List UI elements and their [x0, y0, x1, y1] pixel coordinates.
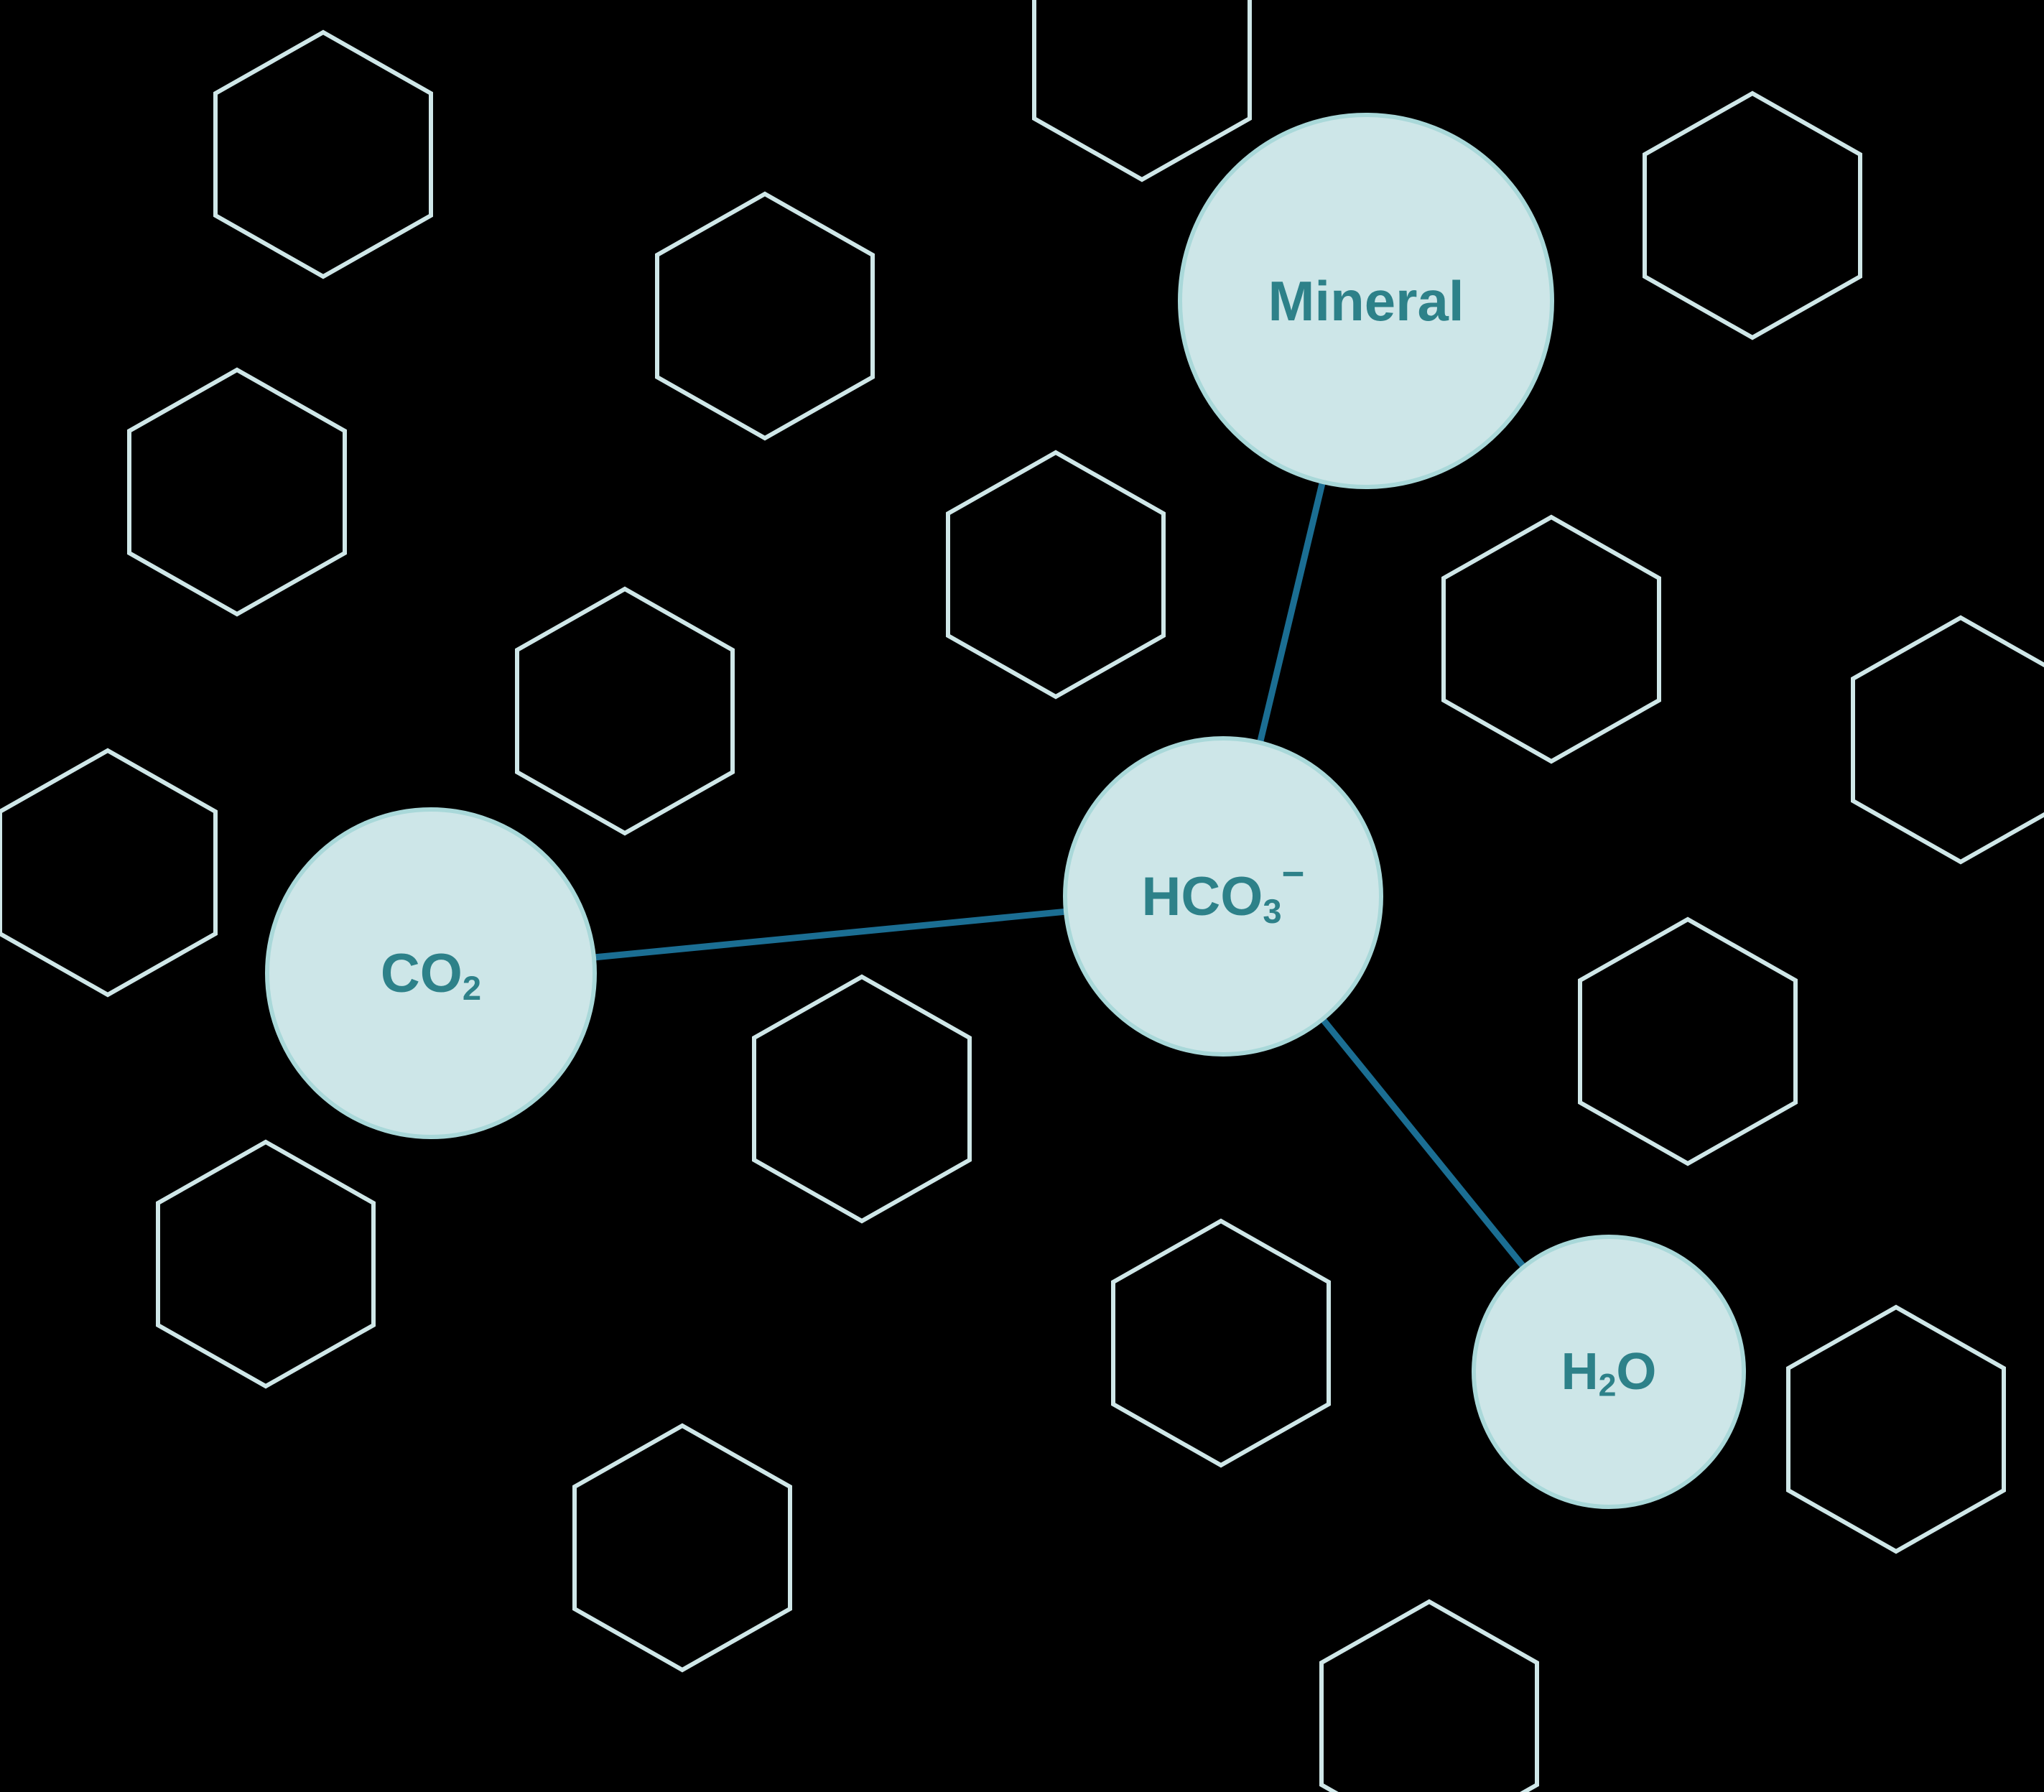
- background-hexagon: [1578, 916, 1798, 1166]
- node-label-hco3: HCO3−: [1141, 851, 1304, 929]
- background-hexagon: [156, 1139, 376, 1389]
- node-circle-h2o[interactable]: [1472, 1235, 1746, 1509]
- node-circle-mineral[interactable]: [1178, 113, 1554, 489]
- background-hexagon: [655, 191, 875, 441]
- background-hexagon: [752, 974, 972, 1224]
- background-hexagon: [572, 1423, 792, 1673]
- node-co2[interactable]: CO2: [265, 807, 597, 1139]
- background-hexagon: [1786, 1304, 2006, 1554]
- background-hexagon: [1643, 90, 1862, 340]
- node-h2o[interactable]: H2O: [1472, 1235, 1746, 1509]
- edge-layer: [593, 481, 1527, 1269]
- node-circle-co2[interactable]: [265, 807, 597, 1139]
- background-hexagon: [1032, 0, 1252, 182]
- background-hexagon: [1111, 1218, 1331, 1468]
- edge-co2-hco3: [593, 908, 1067, 961]
- edge-hco3-h2o: [1320, 1017, 1527, 1269]
- node-hco3[interactable]: HCO3−: [1063, 736, 1383, 1057]
- background-hexagon: [1319, 1599, 1539, 1792]
- node-label-h2o: H2O: [1561, 1343, 1657, 1403]
- background-hexagon: [213, 29, 433, 279]
- node-label-co2: CO2: [381, 943, 481, 1007]
- node-circle-hco3[interactable]: [1063, 736, 1383, 1057]
- background-hexagon: [127, 367, 347, 617]
- background-hexagon: [1851, 615, 2044, 865]
- background-hexagon: [0, 748, 218, 998]
- node-mineral[interactable]: Mineral: [1178, 113, 1554, 489]
- background-hexagon: [1441, 514, 1661, 764]
- edge-mineral-hco3: [1257, 481, 1326, 744]
- background-hexagon: [946, 450, 1166, 700]
- node-label-mineral: Mineral: [1268, 269, 1464, 333]
- background-hexagon: [515, 586, 735, 836]
